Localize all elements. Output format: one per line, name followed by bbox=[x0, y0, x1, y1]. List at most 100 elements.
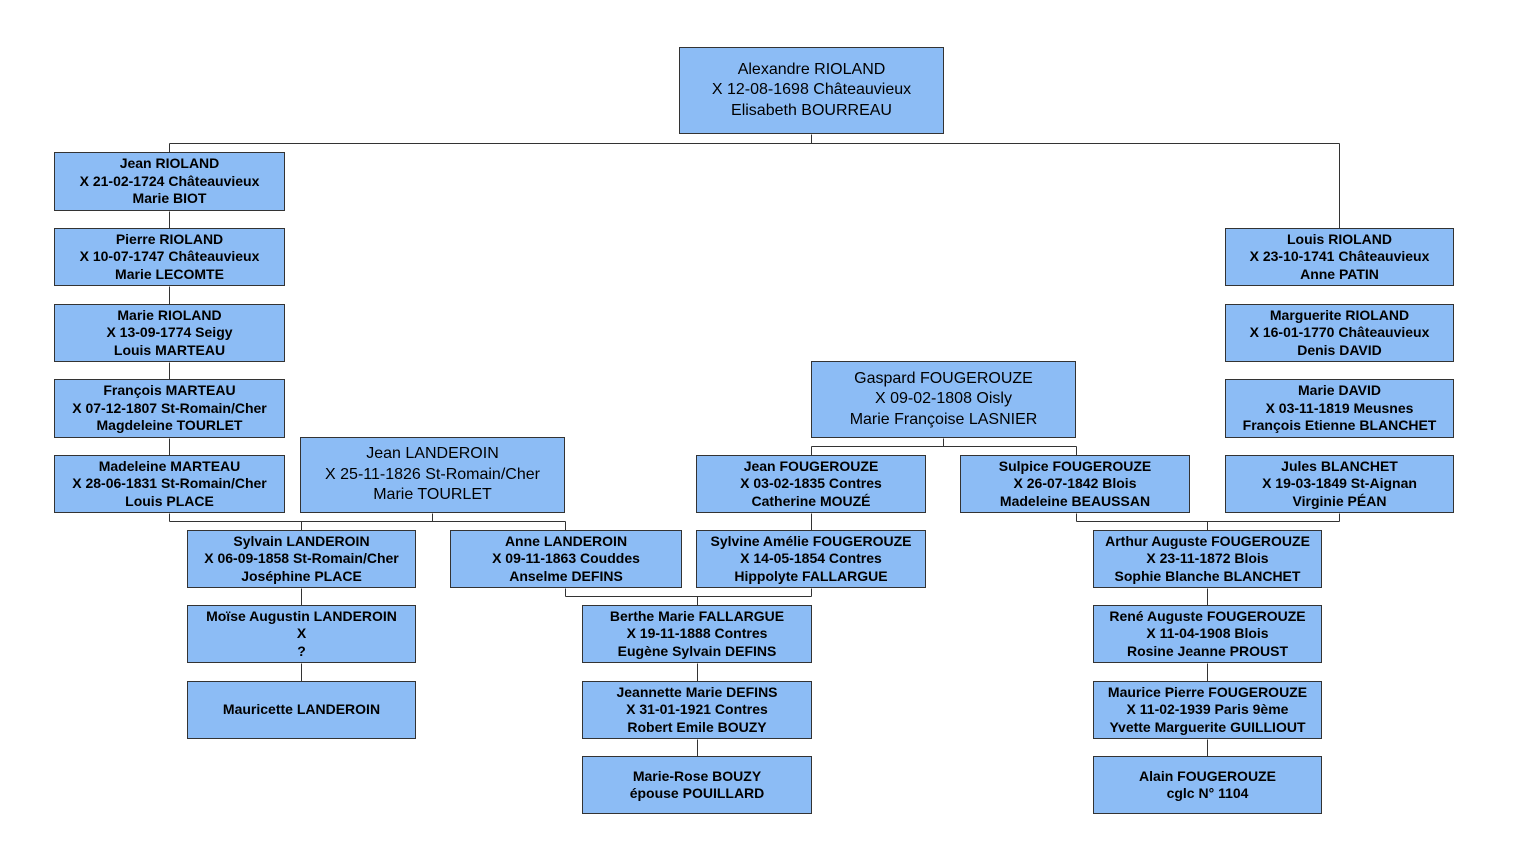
node-line: Jean FOUGEROUZE bbox=[743, 457, 879, 474]
node-line: X 28-06-1831 St-Romain/Cher bbox=[72, 475, 267, 492]
node-line: Madeleine MARTEAU bbox=[98, 457, 241, 474]
node-mauricette-landeroin[interactable]: Mauricette LANDEROIN bbox=[187, 681, 416, 739]
node-line: Louis PLACE bbox=[125, 492, 214, 509]
node-line: Marie-Rose BOUZY bbox=[632, 767, 762, 784]
node-line: X 06-09-1858 St-Romain/Cher bbox=[204, 550, 399, 567]
node-jules-blanchet[interactable]: Jules BLANCHET X 19-03-1849 St-Aignan Vi… bbox=[1225, 455, 1454, 513]
node-line: X 11-02-1939 Paris 9ème bbox=[1126, 701, 1289, 718]
node-jean-rioland[interactable]: Jean RIOLAND X 21-02-1724 Châteauvieux M… bbox=[54, 152, 285, 211]
node-line: Jules BLANCHET bbox=[1281, 457, 1398, 474]
node-line: cglc N° 1104 bbox=[1166, 785, 1249, 801]
node-line: X 03-11-1819 Meusnes bbox=[1265, 399, 1414, 416]
node-line: Marie Françoise LASNIER bbox=[849, 410, 1038, 428]
node-sulpice-fougerouze[interactable]: Sulpice FOUGEROUZE X 26-07-1842 Blois Ma… bbox=[960, 455, 1190, 513]
node-moise-landeroin[interactable]: Moïse Augustin LANDEROIN X ? bbox=[187, 605, 416, 663]
node-line: Jean LANDEROIN bbox=[366, 445, 499, 463]
node-madeleine-marteau[interactable]: Madeleine MARTEAU X 28-06-1831 St-Romain… bbox=[54, 455, 285, 513]
node-line: Berthe Marie FALLARGUE bbox=[609, 607, 785, 624]
node-marguerite-rioland[interactable]: Marguerite RIOLAND X 16-01-1770 Châteauv… bbox=[1225, 304, 1454, 362]
node-line: Sylvine Amélie FOUGEROUZE bbox=[710, 532, 912, 549]
node-alexandre[interactable]: Alexandre RIOLAND X 12-08-1698 Châteauvi… bbox=[679, 47, 944, 134]
node-line: Denis DAVID bbox=[1297, 341, 1382, 358]
node-francois-marteau[interactable]: François MARTEAU X 07-12-1807 St-Romain/… bbox=[54, 379, 285, 438]
node-line: Madeleine BEAUSSAN bbox=[999, 492, 1151, 509]
node-line: Arthur Auguste FOUGEROUZE bbox=[1105, 532, 1310, 549]
node-gaspard-fougerouze[interactable]: Gaspard FOUGEROUZE X 09-02-1808 Oisly Ma… bbox=[811, 361, 1076, 438]
node-line: X 11-04-1908 Blois bbox=[1146, 625, 1269, 642]
node-line: Pierre RIOLAND bbox=[115, 230, 224, 247]
node-line: X 19-03-1849 St-Aignan bbox=[1262, 475, 1417, 492]
node-line: Catherine MOUZÉ bbox=[751, 492, 871, 509]
node-rene-fougerouze[interactable]: René Auguste FOUGEROUZE X 11-04-1908 Blo… bbox=[1093, 605, 1322, 663]
node-line: X 12-08-1698 Châteauvieux bbox=[711, 81, 912, 99]
node-line: Anselme DEFINS bbox=[509, 567, 623, 584]
node-louis-rioland[interactable]: Louis RIOLAND X 23-10-1741 Châteauvieux … bbox=[1225, 228, 1454, 286]
node-line: X bbox=[296, 625, 307, 642]
node-maurice-fougerouze[interactable]: Maurice Pierre FOUGEROUZE X 11-02-1939 P… bbox=[1093, 681, 1322, 739]
node-line: X 19-11-1888 Contres bbox=[626, 625, 768, 642]
node-line: X 16-01-1770 Châteauvieux bbox=[1249, 324, 1430, 341]
node-line: Robert Emile BOUZY bbox=[627, 718, 767, 735]
node-line: Marie BIOT bbox=[132, 190, 207, 207]
node-line: Anne PATIN bbox=[1300, 265, 1379, 282]
node-line: Eugène Sylvain DEFINS bbox=[617, 642, 777, 659]
node-line: X 07-12-1807 St-Romain/Cher bbox=[72, 399, 267, 416]
node-line: Hippolyte FALLARGUE bbox=[734, 567, 888, 584]
node-line: Marie DAVID bbox=[1298, 382, 1381, 399]
node-arthur-fougerouze[interactable]: Arthur Auguste FOUGEROUZE X 23-11-1872 B… bbox=[1093, 530, 1322, 588]
node-line: Marie LECOMTE bbox=[115, 265, 224, 282]
node-line: Moïse Augustin LANDEROIN bbox=[206, 607, 397, 624]
node-line: Louis MARTEAU bbox=[113, 341, 226, 358]
node-jean-fougerouze[interactable]: Jean FOUGEROUZE X 03-02-1835 Contres Cat… bbox=[696, 455, 926, 513]
node-marie-rose-bouzy[interactable]: Marie-Rose BOUZY épouse POUILLARD bbox=[582, 756, 812, 814]
node-anne-landeroin[interactable]: Anne LANDEROIN X 09-11-1863 Couddes Anse… bbox=[450, 530, 682, 588]
node-line: Marie RIOLAND bbox=[117, 306, 222, 323]
node-line: X 14-05-1854 Contres bbox=[740, 550, 882, 567]
node-jeannette-defins[interactable]: Jeannette Marie DEFINS X 31-01-1921 Cont… bbox=[582, 681, 812, 739]
node-line: Magdeleine TOURLET bbox=[96, 417, 243, 434]
node-line: René Auguste FOUGEROUZE bbox=[1109, 607, 1306, 624]
node-alain-fougerouze[interactable]: Alain FOUGEROUZE cglc N° 1104 bbox=[1093, 756, 1322, 814]
node-line: X 26-07-1842 Blois bbox=[1013, 475, 1137, 492]
node-line: Louis RIOLAND bbox=[1287, 230, 1392, 247]
node-line: François Etienne BLANCHET bbox=[1242, 417, 1437, 434]
node-line: X 23-11-1872 Blois bbox=[1146, 550, 1269, 567]
node-line: Maurice Pierre FOUGEROUZE bbox=[1107, 683, 1308, 700]
node-line: X 25-11-1826 St-Romain/Cher bbox=[325, 465, 540, 483]
node-line: Yvette Marguerite GUILLIOUT bbox=[1109, 718, 1306, 735]
node-pierre-rioland[interactable]: Pierre RIOLAND X 10-07-1747 Châteauvieux… bbox=[54, 228, 285, 286]
node-line: épouse POUILLARD bbox=[629, 785, 765, 801]
node-line: X 21-02-1724 Châteauvieux bbox=[79, 172, 260, 189]
node-line: X 23-10-1741 Châteauvieux bbox=[1249, 248, 1430, 265]
node-line: Sophie Blanche BLANCHET bbox=[1114, 567, 1301, 584]
node-line: X 10-07-1747 Châteauvieux bbox=[79, 248, 260, 265]
node-line: Alain FOUGEROUZE bbox=[1139, 767, 1276, 784]
node-line: Marguerite RIOLAND bbox=[1269, 306, 1410, 323]
node-line: Rosine Jeanne PROUST bbox=[1126, 642, 1289, 659]
node-line: Jean RIOLAND bbox=[119, 155, 220, 172]
node-line: X 03-02-1835 Contres bbox=[740, 475, 882, 492]
node-line: Marie TOURLET bbox=[373, 486, 492, 504]
node-berthe-fallargue[interactable]: Berthe Marie FALLARGUE X 19-11-1888 Cont… bbox=[582, 605, 812, 663]
node-line: Anne LANDEROIN bbox=[504, 532, 628, 549]
node-line: X 31-01-1921 Contres bbox=[626, 701, 768, 718]
node-sylvine-fougerouze[interactable]: Sylvine Amélie FOUGEROUZE X 14-05-1854 C… bbox=[696, 530, 926, 588]
node-line: Jeannette Marie DEFINS bbox=[616, 683, 778, 700]
node-line: Elisabeth BOURREAU bbox=[731, 101, 892, 119]
node-line: ? bbox=[297, 642, 306, 659]
node-line: X 13-09-1774 Seigy bbox=[106, 324, 233, 341]
node-line: François MARTEAU bbox=[103, 382, 236, 399]
node-marie-rioland[interactable]: Marie RIOLAND X 13-09-1774 Seigy Louis M… bbox=[54, 304, 285, 362]
node-line: Alexandre RIOLAND bbox=[737, 60, 886, 78]
node-line: Joséphine PLACE bbox=[241, 567, 362, 584]
node-line: Virginie PÉAN bbox=[1292, 492, 1387, 509]
node-line: X 09-02-1808 Oisly bbox=[875, 390, 1012, 408]
node-line: Sulpice FOUGEROUZE bbox=[998, 457, 1152, 474]
node-jean-landeroin[interactable]: Jean LANDEROIN X 25-11-1826 St-Romain/Ch… bbox=[300, 437, 565, 513]
node-line: X 09-11-1863 Couddes bbox=[492, 550, 640, 567]
node-line: Mauricette LANDEROIN bbox=[222, 701, 381, 718]
node-marie-david[interactable]: Marie DAVID X 03-11-1819 Meusnes Françoi… bbox=[1225, 379, 1454, 438]
node-sylvain-landeroin[interactable]: Sylvain LANDEROIN X 06-09-1858 St-Romain… bbox=[187, 530, 416, 588]
node-line: Gaspard FOUGEROUZE bbox=[854, 369, 1033, 387]
